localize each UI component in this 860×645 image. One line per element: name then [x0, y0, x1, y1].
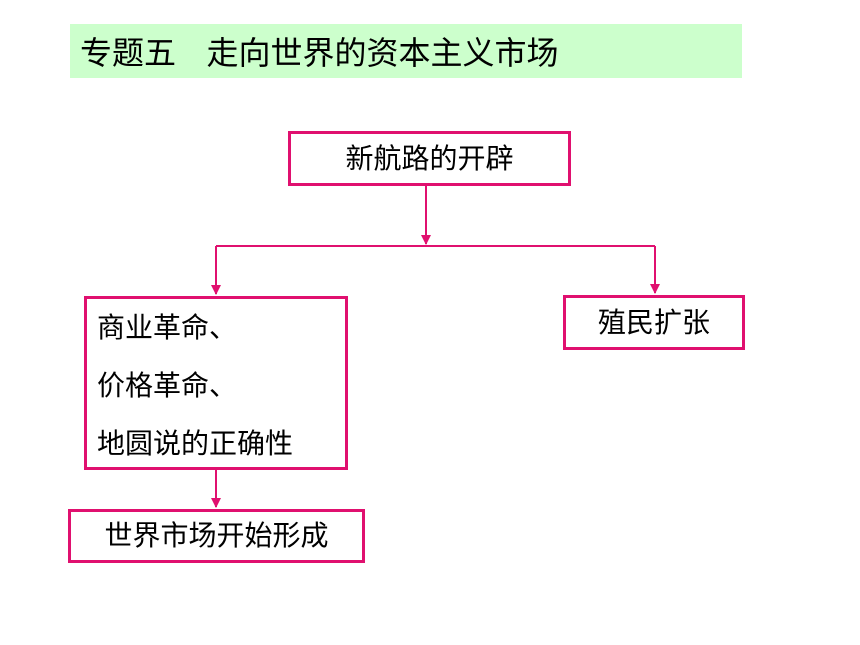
node-new-sea-routes: 新航路的开辟	[288, 131, 571, 186]
node-colonial-expansion-label: 殖民扩张	[597, 305, 710, 339]
page-title: 专题五 走向世界的资本主义市场	[70, 24, 742, 78]
node-world-market: 世界市场开始形成	[68, 509, 365, 563]
node-world-market-label: 世界市场开始形成	[104, 519, 329, 552]
page-title-text: 专题五 走向世界的资本主义市场	[80, 34, 559, 72]
node-round-earth-label: 地圆说的正确性	[97, 427, 294, 460]
node-new-sea-routes-label: 新航路的开辟	[345, 141, 514, 175]
node-colonial-expansion: 殖民扩张	[563, 295, 745, 350]
node-revolutions: 商业革命、 价格革命、 地圆说的正确性	[84, 296, 348, 470]
node-price-revolution-label: 价格革命、	[97, 369, 238, 402]
node-commercial-revolution-label: 商业革命、	[97, 311, 238, 344]
